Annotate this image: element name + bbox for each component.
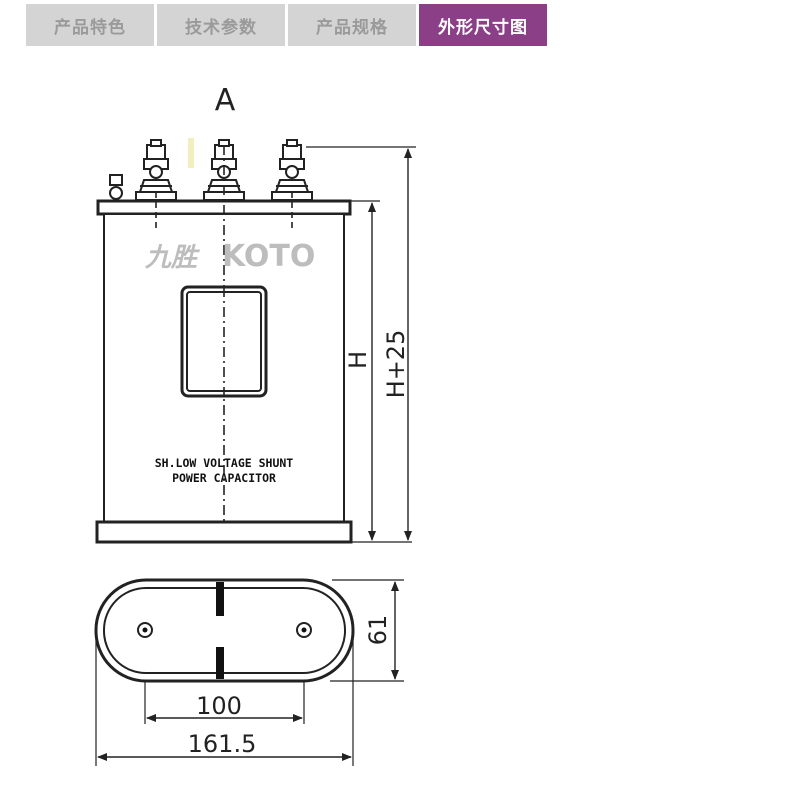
bottom-base <box>95 520 353 544</box>
dimension-h-label: H <box>344 351 372 369</box>
tab-dimension-drawing[interactable]: 外形尺寸图 <box>419 4 547 46</box>
brand-logo-cn: 九胜 <box>144 243 200 273</box>
dimension-h-plus-25 <box>306 146 416 541</box>
mounting-hole-left <box>137 622 153 638</box>
tab-bar: 产品特色 技术参数 产品规格 外形尺寸图 <box>26 4 547 46</box>
tab-features[interactable]: 产品特色 <box>26 4 154 46</box>
dimension-161-5-label: 161.5 <box>188 730 257 758</box>
view-label-a: A <box>215 83 236 118</box>
dimension-161-5 <box>95 640 354 766</box>
dimension-61 <box>330 579 404 682</box>
ground-bolt <box>109 174 123 200</box>
tab-specifications[interactable]: 产品规格 <box>288 4 416 46</box>
dimension-61-label: 61 <box>364 615 392 646</box>
dimension-100-label: 100 <box>196 692 242 720</box>
brand-logo-en: KOTO <box>222 239 315 274</box>
tab-technical-params[interactable]: 技术参数 <box>157 4 285 46</box>
dimension-h <box>350 200 412 543</box>
dimension-100 <box>144 681 305 724</box>
dimension-h-plus-25-label: H+25 <box>382 330 410 399</box>
product-label-line1: SH.LOW VOLTAGE SHUNT <box>155 456 294 470</box>
mounting-hole-right <box>296 622 312 638</box>
product-label-line2: POWER CAPACITOR <box>172 471 276 485</box>
front-view <box>95 138 353 544</box>
top-view-outline <box>94 578 355 683</box>
terminal-left <box>135 139 177 201</box>
terminal-right <box>271 139 313 201</box>
top-view <box>94 578 355 683</box>
